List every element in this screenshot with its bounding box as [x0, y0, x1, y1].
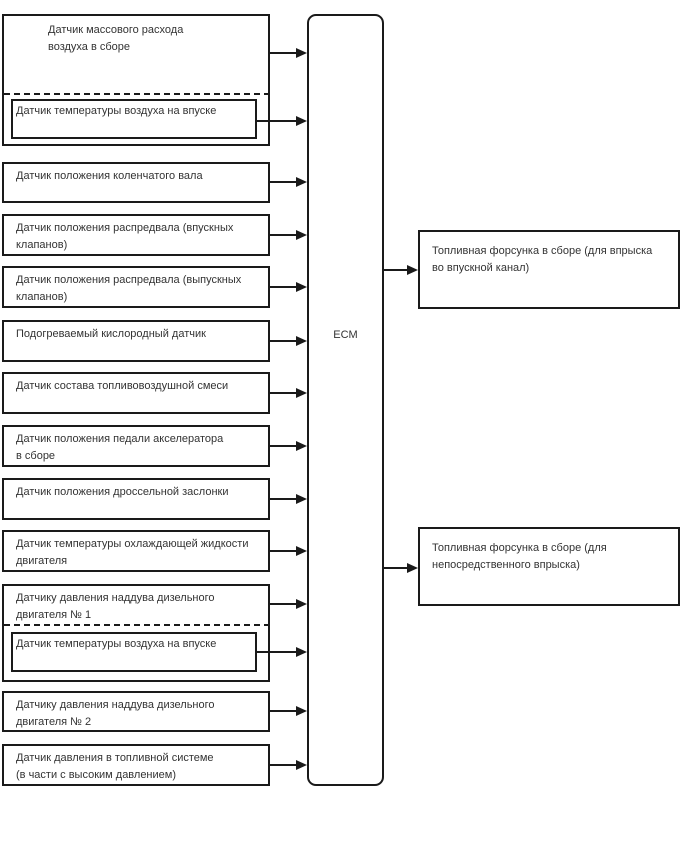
arrow-air-fuel-to-ecm: [270, 388, 307, 398]
sensor-box-camshaft-position-exhaust: Датчик положения распредвала (выпускных …: [2, 266, 270, 308]
arrow-fuel-pressure-to-ecm: [270, 760, 307, 770]
arrow-turbo1-to-ecm: [270, 599, 307, 609]
ecm-box: [307, 14, 384, 786]
arrow-ecm-to-port-injector: [383, 265, 418, 275]
injector-direct-box: Топливная форсунка в сборе (для непосред…: [418, 527, 680, 606]
sensor-box-crankshaft-position: Датчик положения коленчатого вала: [2, 162, 270, 203]
arrow-cam-intake-to-ecm: [270, 230, 307, 240]
arrow-cam-exhaust-to-ecm: [270, 282, 307, 292]
sensor-box-accelerator-pedal: Датчик положения педали акселератора в с…: [2, 425, 270, 467]
arrow-oxygen-to-ecm: [270, 336, 307, 346]
arrow-coolant-to-ecm: [270, 546, 307, 556]
sensor-box-air-fuel-ratio: Датчик состава топливовоздушной смеси: [2, 372, 270, 414]
dashed-divider: [4, 93, 268, 95]
arrow-ecm-to-direct-injector: [383, 563, 418, 573]
sensor-box-engine-coolant-temp: Датчик температуры охлаждающей жидкости …: [2, 530, 270, 572]
sensor-box-heated-oxygen: Подогреваемый кислородный датчик: [2, 320, 270, 362]
dashed-divider: [4, 624, 268, 626]
sensor-box-camshaft-position-intake: Датчик положения распредвала (впускных к…: [2, 214, 270, 256]
sensor-box-turbo-pressure-2: Датчику давления наддува дизельного двиг…: [2, 691, 270, 732]
arrow-turbo2-to-ecm: [270, 706, 307, 716]
arrow-iat1-to-ecm: [257, 116, 307, 126]
sensor-box-intake-air-temp-2: Датчик температуры воздуха на впуске: [11, 632, 257, 672]
injector-port-box: Топливная форсунка в сборе (для впрыска …: [418, 230, 680, 309]
arrow-crankshaft-to-ecm: [270, 177, 307, 187]
arrow-throttle-to-ecm: [270, 494, 307, 504]
arrow-maf-to-ecm: [270, 48, 307, 58]
sensor-box-intake-air-temp-1: Датчик температуры воздуха на впуске: [11, 99, 257, 139]
arrow-iat2-to-ecm: [257, 647, 307, 657]
sensor-box-throttle-position: Датчик положения дроссельной заслонки: [2, 478, 270, 520]
sensor-box-fuel-pressure: Датчик давления в топливной системе (в ч…: [2, 744, 270, 786]
ecm-label: ECM: [333, 329, 358, 341]
arrow-pedal-to-ecm: [270, 441, 307, 451]
